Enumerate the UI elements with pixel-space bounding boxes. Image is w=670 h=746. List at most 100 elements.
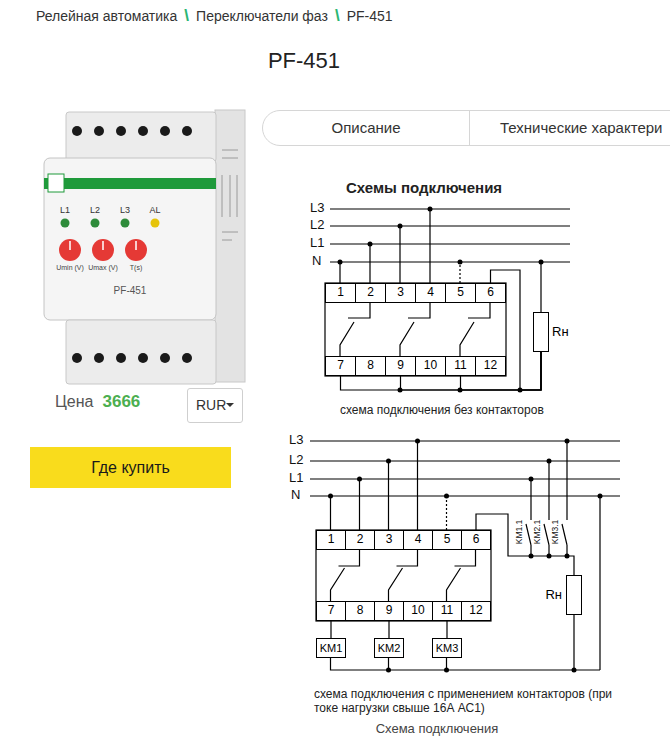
resistor-label: Rн: [545, 588, 562, 602]
junction-dot: [539, 260, 544, 265]
page-title: PF-451: [268, 48, 340, 73]
junction-dot: [398, 224, 403, 229]
junction-dot: [547, 459, 552, 464]
terminal-cell: 5: [432, 530, 462, 550]
node-text: RUR: [196, 398, 226, 413]
terminal-cell: 1: [325, 283, 356, 303]
junction-dot: [572, 668, 577, 673]
breadcrumb-link: Релейная автоматика: [36, 8, 177, 24]
line-label: L2: [310, 218, 324, 233]
terminal-cell: 6: [475, 283, 506, 303]
supply-wires: [331, 441, 418, 530]
device-side: [215, 110, 245, 382]
node-text: 4: [427, 286, 434, 299]
buy-button: Где купить: [30, 447, 231, 488]
line-label: L2: [289, 453, 303, 468]
node-text: KM2: [378, 642, 401, 654]
node-text: 2: [367, 286, 374, 299]
knob-label: Umax (V): [88, 264, 118, 272]
terminal-cell: 3: [385, 283, 416, 303]
node-text: 2: [357, 533, 364, 546]
scheme-caption: Схема подключения: [376, 722, 499, 737]
node-text: 3: [386, 533, 393, 546]
screw: [138, 353, 148, 363]
screw: [160, 126, 170, 136]
scheme-two-wires: [310, 441, 620, 670]
terminal-cell: 7: [316, 601, 346, 621]
junction-dot: [565, 439, 570, 444]
junction-dot: [428, 207, 433, 212]
node-text: Где купить: [91, 459, 170, 477]
contactor-coil: KM3: [432, 638, 462, 658]
knob-label: Umin (V): [56, 264, 84, 272]
terminal-cell: 6: [461, 530, 491, 550]
terminal-cell: 9: [385, 356, 416, 376]
node-text: 3: [397, 286, 404, 299]
terminal-cell: 1: [316, 530, 346, 550]
junction-dot: [598, 494, 603, 499]
scheme-caption: схема подключения без контакторов: [340, 404, 544, 418]
junction-dot: [338, 260, 343, 265]
scheme-one-dots: [338, 207, 544, 393]
led-label: L2: [90, 205, 100, 215]
relay-contacts: [331, 550, 476, 601]
line-label: L1: [289, 471, 303, 486]
screw: [94, 126, 104, 136]
junction-dot: [386, 459, 391, 464]
screw-terminals: [72, 126, 192, 363]
knob-pointer: [70, 241, 136, 250]
led: [91, 219, 100, 228]
screw: [72, 126, 82, 136]
terminal-cell: 4: [415, 283, 446, 303]
screw: [182, 126, 192, 136]
wire: [330, 621, 331, 638]
screw: [72, 353, 82, 363]
contact-label: KM3.1: [551, 520, 560, 545]
relay-housing: [325, 283, 506, 376]
junction-dot: [529, 477, 534, 482]
junction-dot: [328, 494, 333, 499]
wire: [341, 352, 542, 390]
breadcrumb-separator: \: [184, 6, 189, 26]
led-label: L1: [60, 205, 70, 215]
node-text: 1: [328, 533, 335, 546]
relay-housing: [316, 530, 491, 621]
price-label: Цена: [55, 393, 93, 411]
contactor-contacts: [526, 441, 567, 556]
node-text: 10: [411, 604, 424, 617]
scheme-two-dots: [328, 439, 603, 673]
screw: [138, 126, 148, 136]
junction-dot: [357, 477, 362, 482]
device-illustration: [44, 110, 245, 384]
wire: [388, 621, 389, 638]
line-label: N: [312, 254, 321, 269]
node-text: 11: [454, 359, 466, 372]
node-text: 5: [444, 533, 451, 546]
junction-dot: [444, 494, 449, 499]
junction-dot: [415, 439, 420, 444]
tab: Технические характери: [469, 110, 670, 146]
screw: [116, 353, 126, 363]
text-row: Цена 3666: [55, 392, 140, 412]
resistor-symbol: Rн: [566, 575, 582, 615]
screw: [160, 353, 170, 363]
knob-label: T(s): [130, 264, 142, 272]
line-label: L3: [289, 433, 303, 448]
wire: [446, 621, 447, 638]
green-stripe: [44, 178, 216, 189]
bus-lines: [310, 441, 620, 496]
led: [121, 219, 130, 228]
device-bottom-block: [66, 320, 216, 384]
neutral-wires: [331, 496, 601, 670]
screw: [182, 353, 192, 363]
node-text: 6: [487, 286, 494, 299]
node-text: KM3: [436, 642, 459, 654]
relay-contacts: [340, 303, 490, 356]
terminal-cell: 10: [415, 356, 446, 376]
price-value: 3666: [102, 392, 140, 412]
terminal-cell: 9: [374, 601, 404, 621]
junction-dot: [444, 668, 449, 673]
node-text: 10: [424, 359, 437, 372]
terminal-cell: 11: [445, 356, 476, 376]
